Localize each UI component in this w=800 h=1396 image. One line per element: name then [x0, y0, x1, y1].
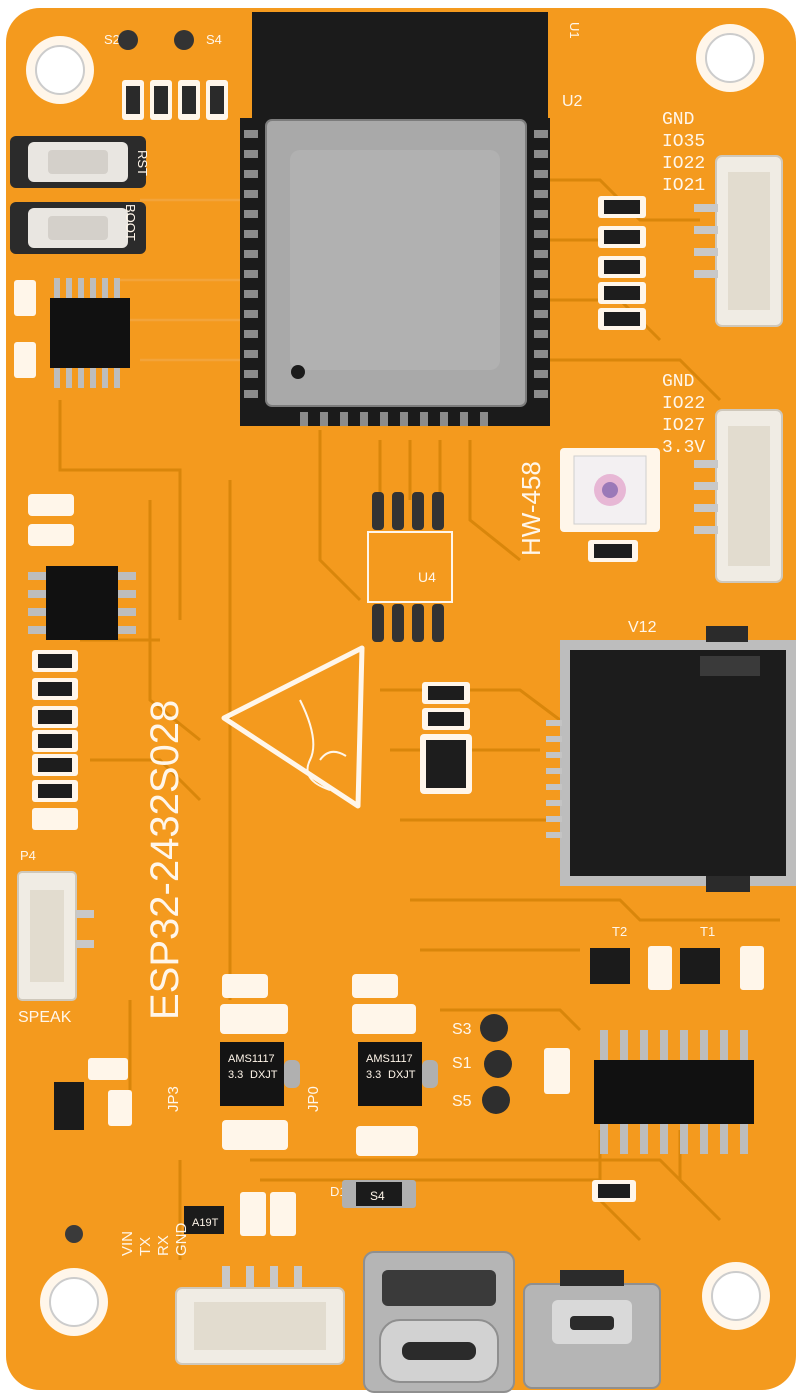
connector-mid-pin-gnd: GND — [662, 372, 694, 392]
micro-usb-port[interactable] — [523, 1270, 661, 1389]
microsd-slot[interactable] — [546, 626, 796, 892]
regulator-left-voltage: 3.3 — [228, 1069, 243, 1081]
u4-footprint — [367, 492, 453, 642]
connector-top-pin-io22: IO22 — [662, 154, 705, 174]
uart-labels: VIN TX RX GND — [119, 1223, 190, 1257]
pcb-substrate — [6, 8, 796, 1390]
connector-top-pin-gnd: GND — [662, 110, 694, 130]
uart-passive-2 — [270, 1192, 296, 1236]
boot-button[interactable] — [10, 202, 146, 254]
jumper-ref-jp0: JP0 — [305, 1086, 322, 1112]
connector-mid-pin-io27: IO27 — [662, 416, 705, 436]
resistor-column-top-right — [598, 196, 646, 330]
transistor-ref-t1: T1 — [700, 924, 715, 939]
test-point-s1 — [484, 1050, 512, 1078]
speaker-ref: P4 — [20, 848, 36, 863]
switch-ref-s5: S5 — [452, 1093, 472, 1110]
mounting-holes — [26, 24, 770, 1336]
uart-pin-gnd: GND — [173, 1223, 190, 1257]
small-ic-a19t: A19T — [184, 1206, 224, 1234]
rst-button[interactable] — [10, 136, 146, 188]
rgb-led — [560, 448, 660, 532]
shift-register-ic — [594, 1030, 754, 1154]
switch-ref-s2: S2 — [104, 32, 120, 47]
regulator-right-part: AMS1117 — [366, 1053, 413, 1065]
uart-passive-1 — [240, 1192, 266, 1236]
bottom-right-resistor-body — [598, 1184, 630, 1198]
test-point-s4 — [174, 30, 194, 50]
uart-pin-vin: VIN — [119, 1231, 136, 1256]
regulator-right: AMS1117 3.3 DXJT — [358, 1042, 438, 1106]
connector-top-pin-io35: IO35 — [662, 132, 705, 152]
module-ref: U2 — [562, 93, 583, 110]
esp32-module — [240, 118, 550, 426]
mid-resistors — [420, 682, 472, 794]
transistor-ref-t2: T2 — [612, 924, 627, 939]
connector-mid-pin-3v3: 3.3V — [662, 438, 705, 458]
passive-left-1 — [14, 280, 36, 316]
switch-ref-s1: S1 — [452, 1055, 472, 1072]
test-point-s3 — [480, 1014, 508, 1042]
ic-marking: A19T — [192, 1217, 219, 1229]
usb-serial-ic — [50, 278, 130, 388]
rst-label: RST — [135, 150, 150, 176]
speaker-label: SPEAK — [18, 1009, 72, 1026]
regulator-left: AMS1117 3.3 DXJT — [220, 1042, 300, 1106]
connector-mid-pin-io22: IO22 — [662, 394, 705, 414]
antenna-ref: U1 — [567, 22, 582, 39]
connector-top-label: GND IO35 IO22 IO21 — [662, 110, 705, 196]
top-passives — [122, 80, 228, 120]
uart-pin-tx: TX — [137, 1237, 154, 1256]
uart-pin-rx: RX — [155, 1235, 172, 1256]
jumper-ref-jp3: JP3 — [165, 1086, 182, 1112]
boot-label: BOOT — [123, 204, 138, 241]
connector-top-pin-io21: IO21 — [662, 176, 705, 196]
diode-d1: S4 — [342, 1180, 416, 1208]
via-pad — [65, 1225, 83, 1243]
switch-ref-s3: S3 — [452, 1021, 472, 1038]
passive-left-2 — [14, 342, 36, 378]
regulator-left-part: AMS1117 — [228, 1053, 275, 1065]
audio-amp-ic — [28, 566, 136, 640]
speaker-connector[interactable] — [17, 871, 94, 1001]
regulator-left-code: DXJT — [250, 1069, 278, 1081]
ic-ref-u4: U4 — [418, 569, 436, 585]
usb-c-port[interactable] — [363, 1251, 515, 1393]
left-passive-column — [28, 494, 78, 830]
regulator-right-code: DXJT — [388, 1069, 416, 1081]
passive-right-mid — [544, 1048, 570, 1094]
transistors — [590, 946, 764, 990]
connector-top[interactable] — [694, 155, 783, 327]
led-resistor-body — [594, 544, 632, 558]
antenna-area — [252, 12, 548, 122]
model-label: HW-458 — [516, 461, 546, 556]
small-transistor-left — [54, 1058, 132, 1130]
switch-ref-s4: S4 — [206, 32, 222, 47]
test-point-s2 — [118, 30, 138, 50]
connector-mid-label: GND IO22 IO27 3.3V — [662, 372, 705, 458]
connector-mid[interactable] — [694, 409, 783, 583]
sd-ref: V12 — [628, 619, 657, 636]
regulator-caps — [220, 974, 418, 1156]
esd-warning-icon — [221, 645, 365, 809]
diode-marking: S4 — [370, 1189, 385, 1203]
uart-connector[interactable] — [175, 1266, 345, 1365]
board-name: ESP32-2432S028 — [143, 700, 187, 1020]
regulator-right-voltage: 3.3 — [366, 1069, 381, 1081]
test-point-s5 — [482, 1086, 510, 1114]
